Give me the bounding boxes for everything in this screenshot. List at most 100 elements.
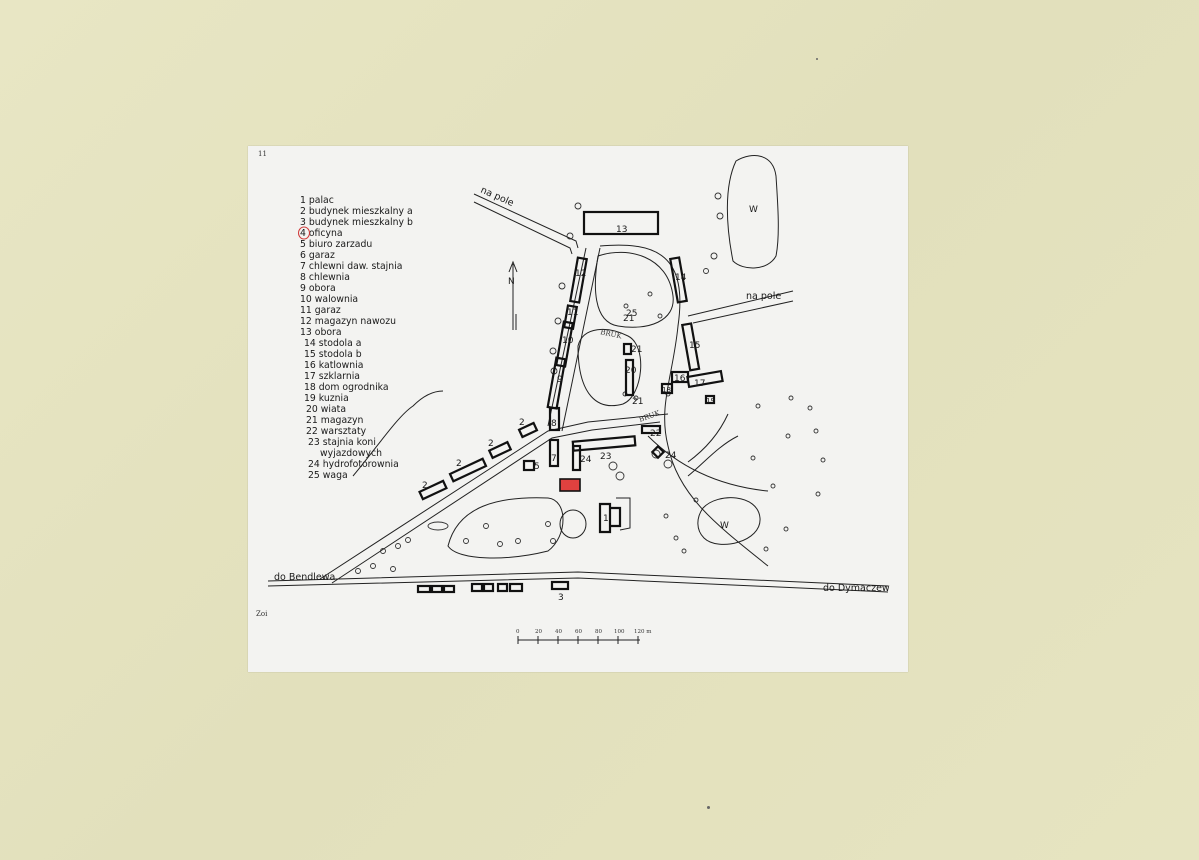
building-1-palace bbox=[598, 502, 622, 534]
north-label: N bbox=[508, 277, 515, 287]
legend-item: 18 dom ogrodnika bbox=[304, 382, 389, 393]
map-sheet: 11 Zoi 1 palac 2 budynek mieszkalny a 3 … bbox=[248, 146, 908, 672]
legend-item: 8 chlewnia bbox=[300, 272, 350, 283]
pond-north bbox=[726, 155, 779, 269]
site-plan-map: 11 Zoi 1 palac 2 budynek mieszkalny a 3 … bbox=[256, 150, 890, 644]
building-number: 21 bbox=[631, 345, 642, 355]
legend-item: 25 waga bbox=[308, 470, 348, 481]
building-11 bbox=[562, 304, 579, 330]
building-20 bbox=[624, 358, 635, 397]
building-number: 17 bbox=[694, 379, 705, 389]
building-2 bbox=[448, 457, 488, 483]
building-number: 23 bbox=[600, 452, 611, 462]
building-15 bbox=[680, 322, 701, 372]
legend-item: 21 magazyn bbox=[306, 415, 364, 426]
legend-item: 2 budynek mieszkalny a bbox=[300, 206, 413, 217]
building-8 bbox=[548, 406, 561, 432]
pond-label: W bbox=[749, 205, 758, 215]
building-18 bbox=[660, 382, 674, 395]
scale-tick: 80 bbox=[595, 629, 602, 635]
building-5 bbox=[522, 459, 536, 472]
building-number: 7 bbox=[551, 454, 557, 464]
dust-speck bbox=[707, 806, 710, 809]
corner-mark: Zoi bbox=[256, 610, 268, 618]
building-number: 2 bbox=[422, 481, 428, 491]
palace-wing bbox=[616, 497, 631, 531]
building-number: 16 bbox=[674, 374, 686, 384]
building-23-stable bbox=[571, 435, 637, 452]
legend-item: 7 chlewni daw. stajnia bbox=[300, 261, 402, 272]
building-number: 18 bbox=[662, 386, 671, 394]
scale-tick: 100 bbox=[614, 629, 625, 635]
legend-item: 14 stodola a bbox=[304, 338, 361, 349]
building-24 bbox=[571, 444, 582, 472]
building-3 bbox=[496, 582, 509, 593]
building-number: 24 bbox=[665, 451, 677, 461]
roads bbox=[267, 193, 889, 593]
trees bbox=[355, 192, 826, 574]
building-number: 21 bbox=[632, 397, 643, 407]
building-number: 25 bbox=[626, 309, 637, 319]
building-3 bbox=[416, 584, 432, 594]
building-number: 2 bbox=[488, 439, 494, 449]
building-2 bbox=[517, 421, 539, 439]
building-number: 10 bbox=[562, 336, 574, 346]
scale-tick: 60 bbox=[575, 629, 582, 635]
legend-item: 4 oficyna bbox=[300, 228, 343, 239]
road-label-bendlewa: do Bendlewa bbox=[274, 572, 335, 583]
building-numbers: 1 1 2 2 2 2 3 5 7 8 9 10 11 12 13 14 15 … bbox=[422, 225, 715, 603]
legend-item: 20 wiata bbox=[306, 404, 346, 415]
building-number: 5 bbox=[534, 462, 540, 472]
building-number: 2 bbox=[456, 459, 462, 469]
path-label: BRUK bbox=[600, 328, 623, 340]
ponds: W W bbox=[559, 155, 779, 545]
building-3 bbox=[470, 582, 484, 593]
buildings bbox=[416, 210, 724, 594]
building-7 bbox=[548, 438, 560, 468]
legend-item: 13 obora bbox=[300, 327, 342, 338]
building-24-hydro bbox=[650, 444, 666, 460]
building-3 bbox=[550, 580, 570, 591]
building-10 bbox=[554, 320, 575, 368]
legend-item: wyjazdowych bbox=[320, 448, 382, 459]
legend-item: 10 walownia bbox=[300, 294, 358, 305]
path-label: BRUK bbox=[638, 409, 662, 424]
building-number: 15 bbox=[689, 341, 700, 351]
building-number: 1 bbox=[603, 514, 609, 524]
building-3 bbox=[430, 584, 444, 594]
legend-item: 19 kuznia bbox=[304, 393, 349, 404]
legend-item: 23 stajnia koni bbox=[308, 437, 376, 448]
pond-south bbox=[697, 497, 761, 545]
legend-item: 3 budynek mieszkalny b bbox=[300, 217, 413, 228]
legend-item: 16 katlownia bbox=[304, 360, 363, 371]
building-number: 20 bbox=[625, 366, 637, 376]
building-13 bbox=[582, 210, 660, 236]
legend-item: 5 biuro zarzadu bbox=[300, 239, 372, 250]
building-3 bbox=[482, 582, 495, 593]
building-2 bbox=[418, 479, 448, 501]
building-number: 12 bbox=[575, 269, 586, 279]
road-label-dymaczew: do Dymaczew bbox=[823, 583, 890, 594]
building-12 bbox=[568, 256, 589, 304]
legend-item: 22 warsztaty bbox=[306, 426, 367, 437]
building-number: 24 bbox=[580, 455, 592, 465]
road-label-na-pole-east: na pole bbox=[746, 291, 781, 302]
page-number: 11 bbox=[258, 150, 267, 158]
building-19 bbox=[704, 394, 716, 405]
legend-item: 11 garaz bbox=[300, 305, 341, 316]
legend-item: 6 garaz bbox=[300, 250, 335, 261]
building-14 bbox=[668, 256, 689, 304]
legend: 1 palac 2 budynek mieszkalny a 3 budynek… bbox=[298, 195, 413, 481]
scale-tick: 120 m bbox=[634, 629, 652, 635]
dust-speck bbox=[816, 58, 818, 60]
building-number: 14 bbox=[675, 273, 687, 283]
legend-item: 17 szklarnia bbox=[304, 371, 360, 382]
scale-bar: 0 20 40 60 80 100 120 m bbox=[516, 629, 652, 644]
building-4-highlighted bbox=[559, 478, 581, 492]
legend-item: 15 stodola b bbox=[304, 349, 362, 360]
building-number: 2 bbox=[519, 418, 525, 428]
legend-item: 1 palac bbox=[300, 195, 334, 206]
pond-label: W bbox=[720, 521, 729, 531]
scale-tick: 0 bbox=[516, 629, 520, 635]
road-label-na-pole-west: na pole bbox=[479, 185, 516, 209]
